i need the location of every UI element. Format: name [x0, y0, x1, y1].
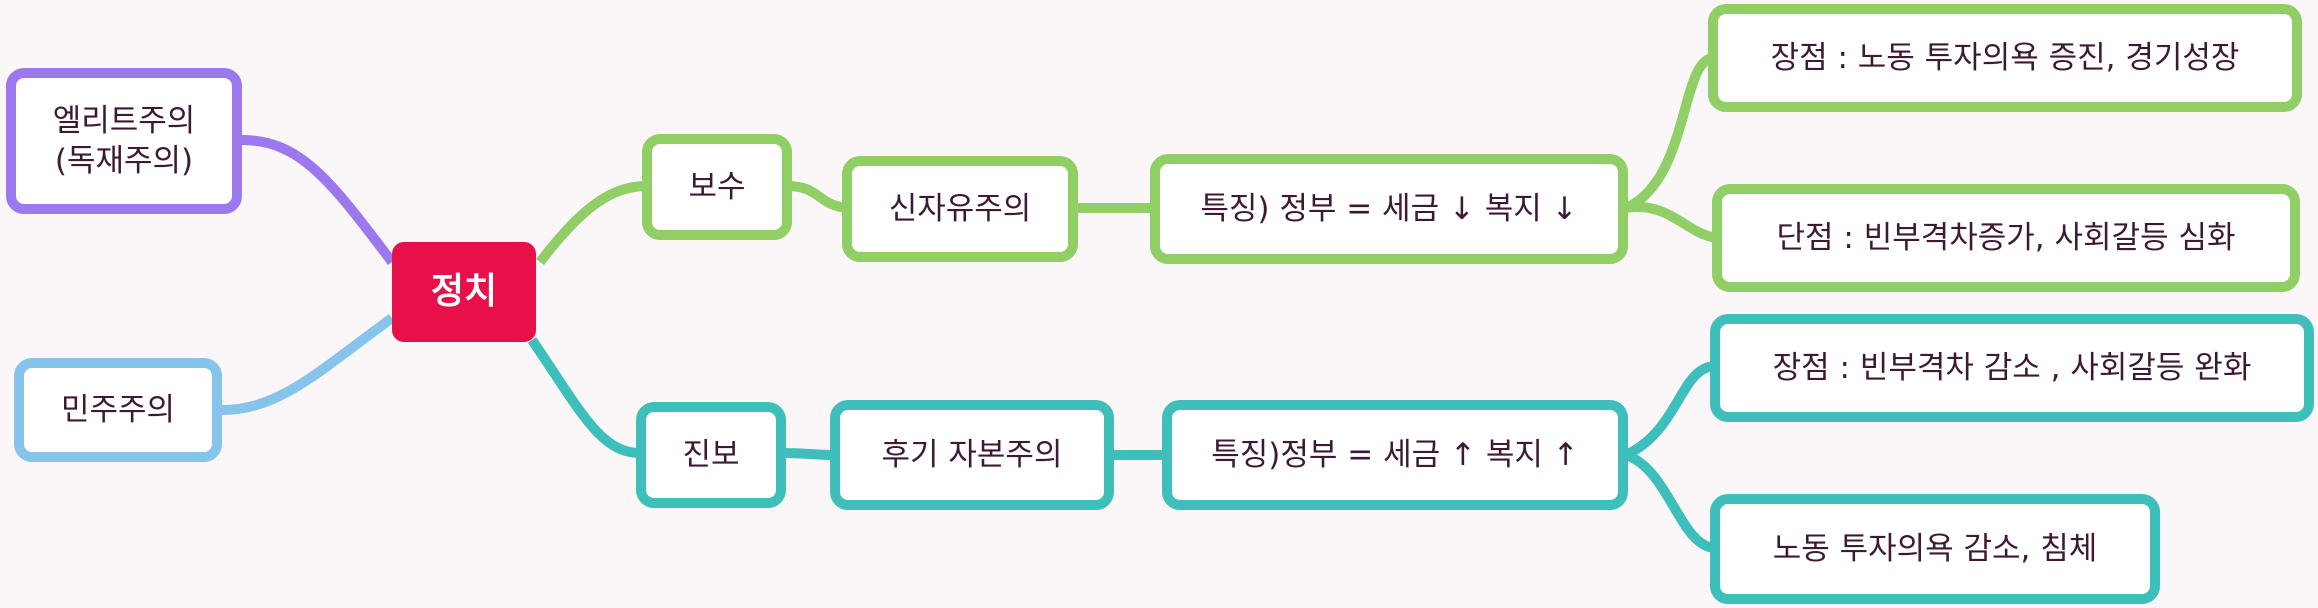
node-progressive[interactable]: 진보 [636, 402, 786, 508]
node-progressive-feature[interactable]: 특징)정부 = 세금 ↑ 복지 ↑ [1162, 400, 1628, 510]
node-late-capitalism[interactable]: 후기 자본주의 [830, 400, 1114, 510]
link-root-elite [241, 135, 396, 266]
node-root-politics[interactable]: 정치 [392, 242, 536, 342]
link-root-democracy [221, 313, 395, 415]
node-conservative-con[interactable]: 단점 : 빈부격차증가, 사회갈등 심화 [1712, 184, 2300, 292]
link-feature-con2 [1623, 450, 1717, 553]
node-neoliberalism[interactable]: 신자유주의 [842, 156, 1078, 262]
link-progressive-latecap [779, 448, 837, 460]
link-root-conservative [536, 181, 647, 266]
link-feature-con [1625, 201, 1721, 243]
node-conservative[interactable]: 보수 [642, 134, 792, 240]
link-root-progressive [527, 337, 641, 458]
link-feature-pro2 [1623, 361, 1717, 460]
node-conservative-pro[interactable]: 장점 : 노동 투자의욕 증진, 경기성장 [1708, 4, 2302, 112]
node-elitism[interactable]: 엘리트주의 (독재주의) [6, 68, 242, 214]
link-conservative-neoliberal [787, 181, 849, 213]
link-feature-pro [1623, 53, 1716, 213]
node-progressive-pro[interactable]: 장점 : 빈부격차 감소 , 사회갈등 완화 [1710, 314, 2314, 422]
node-conservative-feature[interactable]: 특징) 정부 = 세금 ↓ 복지 ↓ [1150, 154, 1628, 264]
node-progressive-con[interactable]: 노동 투자의욕 감소, 침체 [1710, 494, 2160, 604]
node-democracy[interactable]: 민주주의 [14, 358, 222, 462]
